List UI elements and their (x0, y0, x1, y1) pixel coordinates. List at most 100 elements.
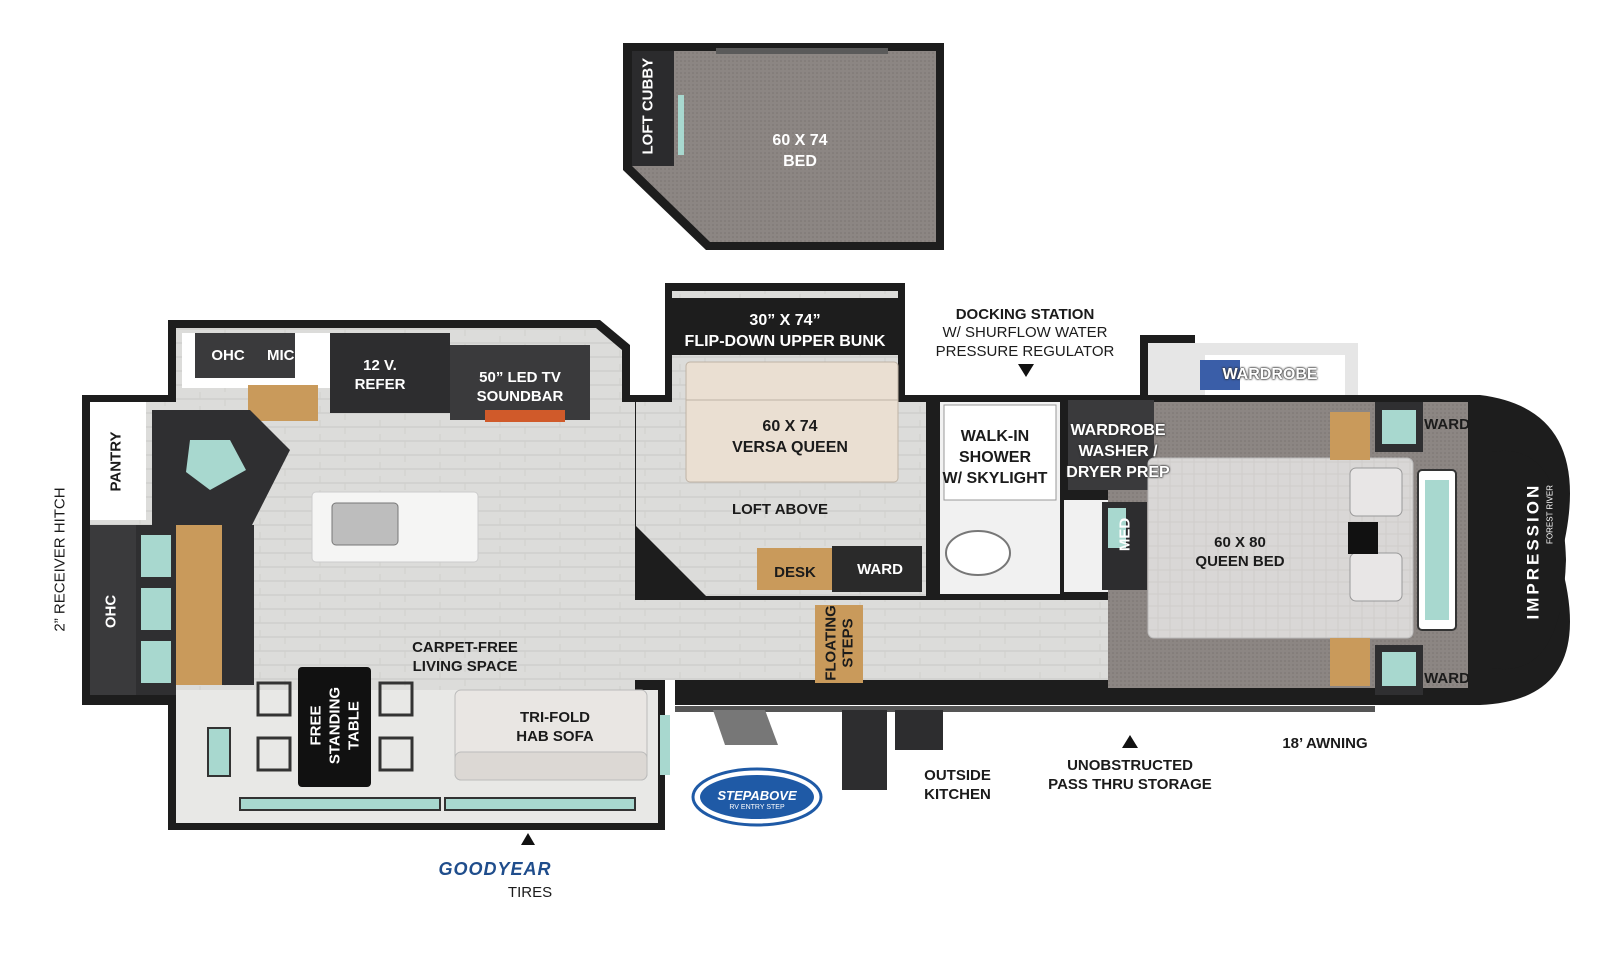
floor-window-1 (239, 797, 441, 811)
sofa-cushion (454, 751, 648, 781)
goodyear-logo: GOODYEAR (438, 859, 552, 879)
corner-window (186, 440, 246, 490)
hall-floor (620, 600, 1108, 680)
loft-cubby-label: LOFT CUBBY (639, 57, 657, 155)
tv-label: 50” LED TV SOUNDBAR (476, 369, 564, 405)
floating-steps (815, 605, 863, 683)
chair-4 (378, 736, 414, 772)
queen-bed (1147, 457, 1414, 639)
refrigerator (330, 333, 450, 413)
nightstand-bottom (1330, 638, 1370, 686)
loft-bed-surface (632, 51, 936, 242)
side-window-1 (141, 535, 171, 577)
headboard-window (1425, 480, 1449, 620)
floating-steps-label: FLOATING STEPS (822, 605, 857, 681)
wardrobe-washer-label: WARDROBE WASHER / DRYER PREP (1066, 422, 1170, 481)
sink (331, 502, 399, 546)
tv-cabinet (450, 345, 590, 420)
lower-cabinets (222, 525, 254, 685)
shower-label: WALK-IN SHOWER W/ SKYLIGHT (942, 428, 1048, 487)
kitchen (90, 333, 590, 695)
bunk-ward-label: WARD (857, 561, 903, 578)
ohc-cabinet (195, 333, 295, 378)
loft-cubby (632, 51, 674, 166)
pass-thru-label: UNOBSTRUCTED PASS THRU STORAGE (1048, 757, 1212, 793)
tires-label: TIRES (507, 884, 553, 901)
micro-label: MICRO (267, 347, 317, 364)
ward-bottom-window (1382, 652, 1416, 686)
step-above-logo: STEPABOVE (717, 788, 797, 803)
pillow-1 (1349, 467, 1403, 517)
fireplace (485, 410, 565, 422)
ohc-side-label: OHC (102, 594, 120, 629)
ward-top-label: WARD (1424, 416, 1470, 433)
outside-kitchen-fridge (895, 710, 943, 750)
pantry-cabinet (90, 402, 146, 520)
wardrobe-washer (1068, 400, 1154, 490)
standing-table (298, 667, 371, 787)
dinette-window (207, 727, 231, 777)
wood-counter (176, 525, 222, 685)
loft-above-label: LOFT ABOVE (731, 501, 829, 518)
step-above-badge-fill (700, 775, 814, 819)
pass-thru-arrow (1122, 735, 1138, 748)
toilet (945, 530, 1011, 576)
ward-top-window (1382, 410, 1416, 444)
shower (943, 404, 1057, 501)
carpet-free-label: CARPET-FREE LIVING SPACE (412, 639, 518, 675)
kitchen-counter (248, 385, 318, 421)
chair-3 (378, 681, 414, 717)
loft-side-window (678, 95, 684, 155)
loft-bed-label: 60 X 74 BED (772, 132, 828, 170)
versa-queen-label: 60 X 74 VERSA QUEEN (732, 418, 848, 456)
pillow-2 (1349, 552, 1403, 602)
ohc-label: OHC (211, 347, 245, 364)
step-above-sub: RV ENTRY STEP (729, 804, 785, 811)
awning-label: 18’ AWNING (1282, 735, 1368, 752)
awning-bar (675, 706, 1375, 712)
med-label: MED (1116, 517, 1134, 552)
floor-window-2 (444, 797, 636, 811)
nightstand-top (1330, 412, 1370, 460)
upper-bunk (672, 298, 898, 355)
outside-kitchen-grill (842, 710, 887, 790)
wardrobe-clothes (1200, 360, 1240, 390)
bunk-wardrobe (832, 546, 922, 592)
chair-2 (256, 736, 292, 772)
side-window-3 (141, 641, 171, 683)
dinette (207, 667, 670, 811)
side-window-2 (141, 588, 171, 630)
loft (623, 43, 944, 250)
docking-station-sub: W/ SHURFLOW WATER PRESSURE REGULATOR (935, 324, 1115, 360)
bath (943, 400, 1154, 590)
ward-bottom-label: WARD (1424, 670, 1470, 687)
upper-bunk-label: 30” X 74” FLIP-DOWN UPPER BUNK (684, 312, 886, 350)
receiver-hitch-label: 2” RECEIVER HITCH (51, 487, 69, 632)
queen-bed-label: 60 X 80 QUEEN BED (1195, 534, 1285, 570)
versa-queen (685, 361, 899, 483)
sofa-window (660, 715, 670, 775)
exterior (521, 364, 1375, 845)
refer-label: 12 V. REFER (354, 357, 406, 393)
chair-1 (256, 681, 292, 717)
ohc-side-cabinet (90, 525, 136, 695)
pillow-accent (1348, 522, 1378, 554)
bedroom (1147, 360, 1566, 695)
tires-arrow (521, 833, 535, 845)
docking-arrow (1018, 364, 1034, 377)
med-window (1108, 508, 1126, 548)
desk-label: DESK (774, 564, 816, 581)
outside-kitchen-label: OUTSIDE KITCHEN (924, 767, 991, 803)
brand-sub: FOREST RIVER (1545, 485, 1555, 544)
front-cap (1492, 450, 1566, 670)
wardrobe-label: WARDROBE (1222, 366, 1318, 383)
sofa-label: TRI-FOLD HAB SOFA (516, 709, 594, 745)
entry-step (713, 710, 778, 745)
standing-table-label: FREE STANDING TABLE (307, 686, 363, 765)
pantry-label: PANTRY (107, 431, 125, 492)
loft-window (716, 48, 888, 54)
desk (757, 548, 832, 590)
docking-station-label: DOCKING STATION (955, 306, 1095, 323)
